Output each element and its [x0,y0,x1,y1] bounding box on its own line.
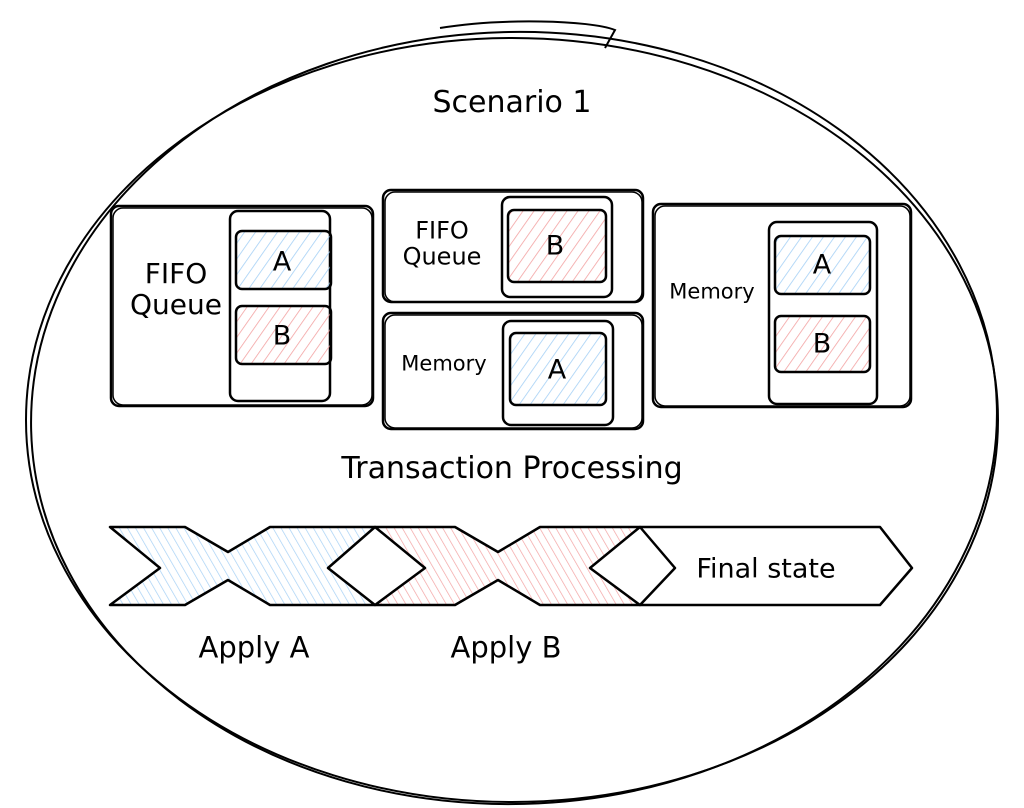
apply-a-label: Apply A [198,630,310,665]
queue-label-line2: Queue [402,243,482,271]
item-b-label-processing: B [545,230,565,262]
timeline-step-apply-b [373,525,642,607]
timeline-final-state [638,525,914,607]
item-a-box-processing [508,331,608,407]
item-b-box-final [773,314,872,374]
panel-processing-memory-label: Memory [401,351,487,376]
scenario-title: Scenario 1 [432,85,592,120]
panel-final-memory [651,202,913,409]
item-b-label-initial: B [272,320,292,352]
panel-processing-memory [381,311,645,431]
final-state-label: Final state [696,553,836,585]
panel-processing-queue [381,188,645,304]
scenario-ellipse [25,20,999,806]
queue-label-line2: Queue [130,288,222,321]
item-b-label-final: B [812,328,832,360]
item-a-label-initial: A [272,246,292,278]
apply-b-label: Apply B [450,630,562,665]
section-label-transaction-processing: Transaction Processing [341,451,683,486]
item-b-box-initial [234,304,333,366]
item-a-label-final: A [812,249,832,281]
item-a-box-final [773,234,872,296]
panel-processing-queue-label: FIFO Queue [402,216,482,271]
item-b-box-processing [506,208,608,284]
timeline-step-apply-a [108,525,377,607]
panel-final-memory-label: Memory [669,279,755,304]
queue-label-line1: FIFO [415,216,469,245]
panel-initial-queue-label: FIFO Queue [130,257,222,321]
queue-label-line1: FIFO [144,257,208,291]
item-a-box-initial [234,229,333,291]
panel-initial-queue [109,204,375,408]
queue-stack-initial [228,209,332,403]
item-a-label-processing: A [547,354,567,386]
